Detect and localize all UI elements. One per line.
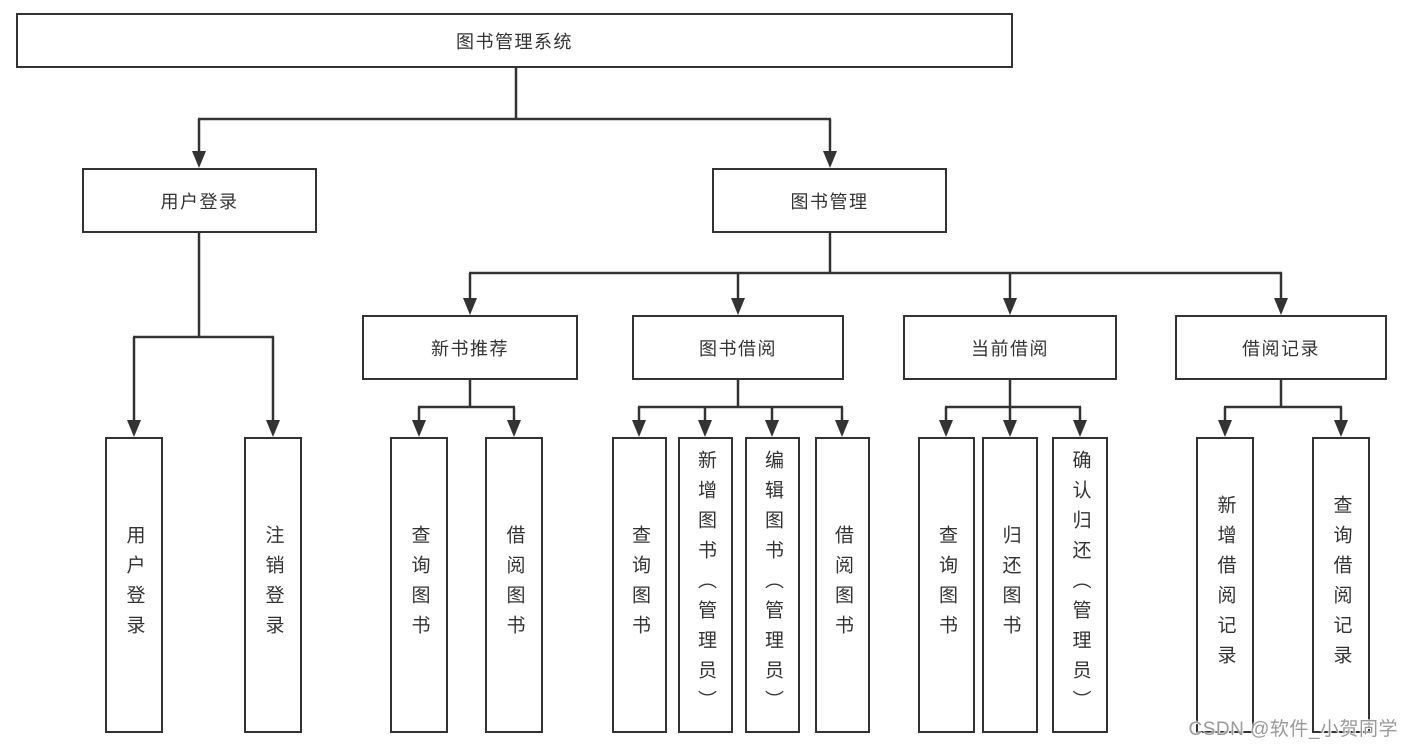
leaf-logout-label: 注销登录 <box>262 525 284 645</box>
leaf-user-login: 用户登录 <box>105 437 163 733</box>
leaf-query-books-current-label: 查询图书 <box>936 525 957 645</box>
node-borrowing-records-label: 借阅记录 <box>1242 338 1320 359</box>
leaf-edit-books-admin: 编辑图书（管理员） <box>745 437 800 733</box>
leaf-borrow-books-label: 借阅图书 <box>832 525 853 645</box>
leaf-confirm-return-admin: 确认归还（管理员） <box>1052 437 1108 733</box>
node-current-borrowing-label: 当前借阅 <box>971 338 1049 359</box>
leaf-query-books-borrowing: 查询图书 <box>612 437 667 733</box>
node-book-management-branch-label: 图书管理 <box>790 191 869 212</box>
node-root-label: 图书管理系统 <box>456 31 573 52</box>
leaf-logout: 注销登录 <box>244 437 302 733</box>
leaf-query-books-recommend: 查询图书 <box>390 437 448 733</box>
node-user-login-branch-label: 用户登录 <box>160 191 239 212</box>
leaf-borrow-books: 借阅图书 <box>815 437 870 733</box>
leaf-query-books-current: 查询图书 <box>918 437 975 733</box>
node-new-book-recommend-label: 新书推荐 <box>431 338 509 359</box>
leaf-query-books-borrowing-label: 查询图书 <box>629 525 650 645</box>
node-user-login-branch: 用户登录 <box>82 168 317 233</box>
leaf-add-books-admin-label: 新增图书（管理员） <box>695 450 716 720</box>
leaf-query-borrow-record: 查询借阅记录 <box>1312 437 1370 733</box>
leaf-return-books: 归还图书 <box>982 437 1038 733</box>
leaf-query-books-recommend-label: 查询图书 <box>408 525 430 645</box>
node-new-book-recommend: 新书推荐 <box>362 315 578 380</box>
leaf-user-login-label: 用户登录 <box>123 525 145 645</box>
node-borrowing-records: 借阅记录 <box>1175 315 1387 380</box>
leaf-return-books-label: 归还图书 <box>999 525 1021 645</box>
leaf-add-borrow-record: 新增借阅记录 <box>1196 437 1254 733</box>
leaf-edit-books-admin-label: 编辑图书（管理员） <box>762 450 783 720</box>
leaf-add-books-admin: 新增图书（管理员） <box>678 437 733 733</box>
node-root-library-system: 图书管理系统 <box>16 13 1013 68</box>
leaf-add-borrow-record-label: 新增借阅记录 <box>1214 495 1236 675</box>
node-book-management-branch: 图书管理 <box>712 168 947 233</box>
csdn-watermark: CSDN @软件_小贺同学 <box>1188 719 1398 740</box>
leaf-borrow-books-recommend-label: 借阅图书 <box>503 525 525 645</box>
node-book-borrowing-label: 图书借阅 <box>699 338 777 359</box>
leaf-borrow-books-recommend: 借阅图书 <box>485 437 543 733</box>
leaf-confirm-return-admin-label: 确认归还（管理员） <box>1069 450 1091 720</box>
leaf-query-borrow-record-label: 查询借阅记录 <box>1330 495 1352 675</box>
node-book-borrowing: 图书借阅 <box>632 315 844 380</box>
node-current-borrowing: 当前借阅 <box>903 315 1117 380</box>
